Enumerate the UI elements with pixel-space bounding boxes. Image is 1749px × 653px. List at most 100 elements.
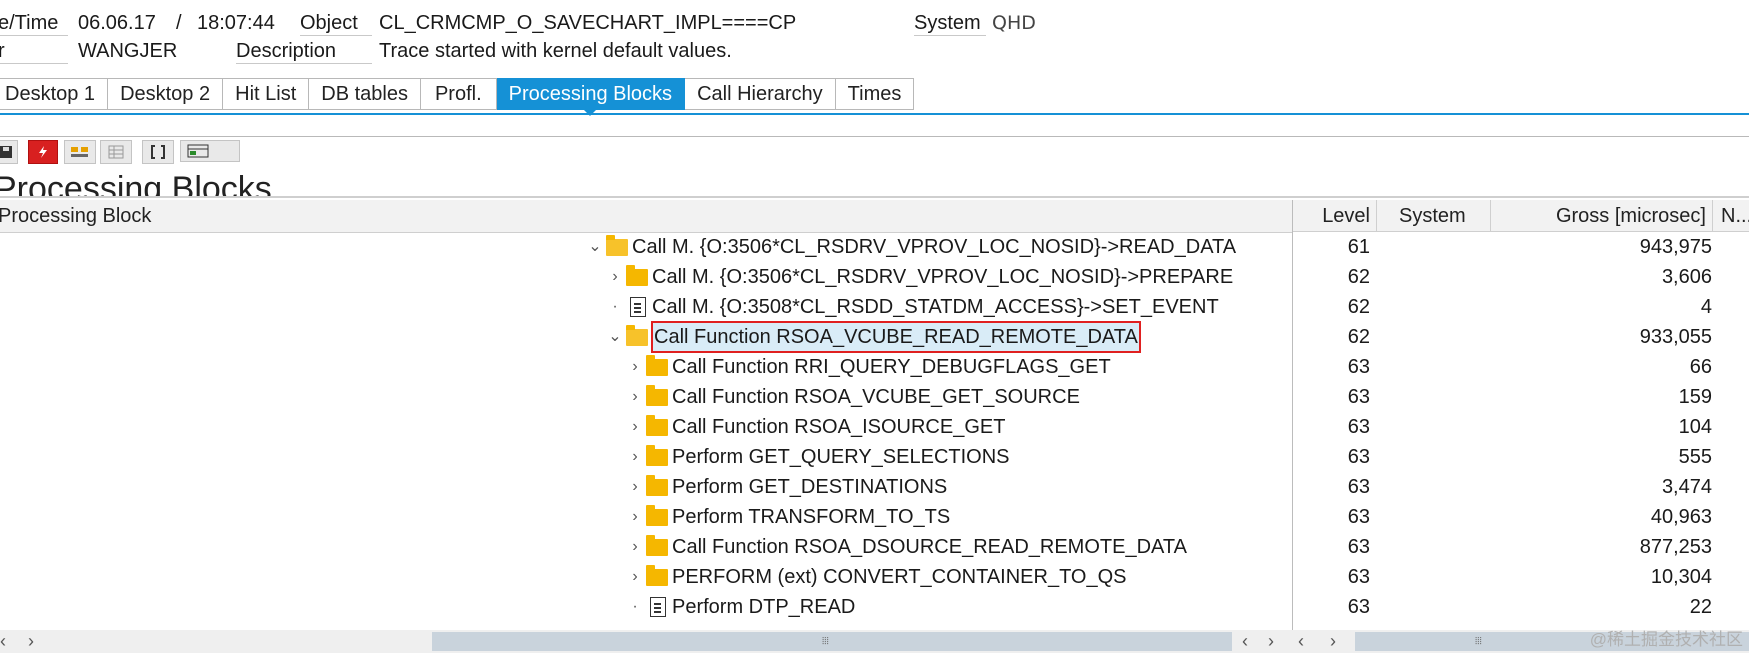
grid-icon[interactable]: [100, 140, 132, 164]
header-net-label: N...: [1721, 205, 1749, 227]
tree-row[interactable]: › Call Function RSOA_DSOURCE_READ_REMOTE_…: [0, 532, 1749, 562]
gross-cell: 66: [1689, 356, 1712, 378]
watermark: @稀土掘金技术社区: [1589, 630, 1743, 649]
tab-desktop-2[interactable]: Desktop 2: [108, 78, 224, 110]
processing-block-name[interactable]: Perform DTP_READ: [672, 596, 856, 618]
expand-icon[interactable]: ›: [632, 478, 638, 495]
expand-icon[interactable]: ›: [632, 538, 638, 555]
folder-icon: [646, 565, 668, 586]
folder-icon: [626, 265, 648, 286]
processing-block-name[interactable]: Call M. {O:3508*CL_RSDD_STATDM_ACCESS}->…: [652, 296, 1219, 318]
tree-row[interactable]: › Call Function RRI_QUERY_DEBUGFLAGS_GET 6…: [0, 352, 1749, 382]
tree-row[interactable]: ⌄ Call Function RSOA_VCUBE_READ_REMOTE_DA…: [0, 321, 1749, 353]
group-icon[interactable]: [64, 140, 96, 164]
layout-icon[interactable]: [180, 140, 240, 162]
processing-block-name[interactable]: Call Function RSOA_VCUBE_GET_SOURCE: [672, 386, 1080, 408]
header-system-label: System: [1399, 205, 1466, 227]
processing-block-name[interactable]: Perform GET_DESTINATIONS: [672, 476, 948, 498]
processing-block-name[interactable]: Perform GET_QUERY_SELECTIONS: [672, 446, 1010, 468]
scroll-thumb[interactable]: ⦙⦙⦙: [1355, 632, 1749, 651]
level-cell: 63: [1347, 476, 1370, 498]
level-cell: 63: [1347, 596, 1370, 618]
collapse-icon[interactable]: ⌄: [608, 328, 622, 345]
processing-block-name[interactable]: Call Function RSOA_DSOURCE_READ_REMOTE_D…: [672, 536, 1187, 558]
processing-block-name[interactable]: Call Function RRI_QUERY_DEBUGFLAGS_GET: [672, 356, 1111, 378]
tree-row[interactable]: › Perform GET_DESTINATIONS 63 3,474: [0, 472, 1749, 502]
scroll-thumb[interactable]: ⦙⦙⦙: [432, 632, 1232, 651]
header-net[interactable]: N...: [1713, 200, 1749, 232]
leaf-bullet-icon: ·: [612, 298, 618, 315]
scroll-right-icon[interactable]: ›: [28, 631, 34, 651]
gross-cell: 3,474: [1661, 476, 1712, 498]
gross-cell: 104: [1678, 416, 1712, 438]
expand-icon[interactable]: ›: [632, 358, 638, 375]
processing-block-name[interactable]: Call Function RSOA_ISOURCE_GET: [672, 416, 1006, 438]
header-gross[interactable]: Gross [microsec]: [1491, 200, 1712, 232]
column-divider: [1712, 200, 1713, 232]
tree-row[interactable]: · Call M. {O:3508*CL_RSDD_STATDM_ACCESS}-…: [0, 292, 1749, 322]
header-processing-block[interactable]: Processing Block: [0, 200, 1292, 233]
processing-block-name[interactable]: PERFORM (ext) CONVERT_CONTAINER_TO_QS: [672, 566, 1127, 588]
expand-icon[interactable]: ›: [632, 508, 638, 525]
scroll-right-icon[interactable]: ›: [1268, 631, 1274, 651]
level-cell: 63: [1347, 416, 1370, 438]
tab-db-tables[interactable]: DB tables: [309, 78, 421, 110]
processing-block-name[interactable]: Call M. {O:3506*CL_RSDRV_VPROV_LOC_NOSID…: [632, 236, 1237, 258]
folder-icon: [646, 415, 668, 436]
time-value: 18:07:44: [197, 12, 275, 34]
processing-block-name[interactable]: Call M. {O:3506*CL_RSDRV_VPROV_LOC_NOSID…: [652, 266, 1234, 288]
header-system[interactable]: System: [1377, 200, 1490, 232]
processing-block-name[interactable]: Perform TRANSFORM_TO_TS: [672, 506, 951, 528]
bracket-icon[interactable]: [142, 140, 174, 164]
header-level[interactable]: Level: [1293, 200, 1376, 232]
save-icon[interactable]: [0, 140, 18, 164]
pane-splitter[interactable]: [1292, 200, 1293, 630]
expand-icon[interactable]: ›: [632, 388, 638, 405]
gross-cell: 40,963: [1650, 506, 1712, 528]
object-label: Object: [300, 12, 372, 36]
tab-hit-list[interactable]: Hit List: [223, 78, 310, 110]
column-divider: [1376, 200, 1377, 232]
level-cell: 62: [1347, 326, 1370, 348]
scroll-left-icon[interactable]: ‹: [1298, 631, 1304, 651]
gross-cell: 3,606: [1661, 266, 1712, 288]
expand-icon[interactable]: ›: [632, 418, 638, 435]
expand-icon[interactable]: ›: [612, 268, 618, 285]
user-label: r: [0, 40, 68, 64]
gross-cell: 943,975: [1639, 236, 1712, 258]
level-cell: 61: [1347, 236, 1370, 258]
gross-cell: 555: [1678, 446, 1712, 468]
processing-block-name[interactable]: Call Function RSOA_VCUBE_READ_REMOTE_DAT…: [651, 321, 1141, 353]
scroll-left-icon[interactable]: ‹: [0, 631, 6, 651]
gross-cell: 22: [1689, 596, 1712, 618]
folder-icon: [646, 445, 668, 466]
folder-open-icon: [626, 325, 648, 346]
tab-strip: Desktop 1 Desktop 2 Hit List DB tables P…: [0, 78, 915, 116]
expand-icon[interactable]: ›: [632, 448, 638, 465]
tab-profl[interactable]: Profl.: [420, 78, 497, 110]
delete-icon[interactable]: [28, 140, 58, 164]
tab-call-hierarchy[interactable]: Call Hierarchy: [685, 78, 836, 110]
date-time-separator: /: [176, 12, 182, 34]
expand-icon[interactable]: ›: [632, 568, 638, 585]
tree-row[interactable]: › Call M. {O:3506*CL_RSDRV_VPROV_LOC_NOSI…: [0, 262, 1749, 292]
level-cell: 62: [1347, 296, 1370, 318]
document-icon: [650, 597, 666, 617]
collapse-icon[interactable]: ⌄: [588, 238, 602, 255]
scroll-right-icon[interactable]: ›: [1330, 631, 1336, 651]
tab-desktop-1[interactable]: Desktop 1: [0, 78, 109, 110]
folder-icon: [646, 475, 668, 496]
tab-times[interactable]: Times: [835, 78, 915, 110]
horizontal-scrollbar[interactable]: ‹ › ⦙⦙⦙ ‹ › ‹ › ⦙⦙⦙: [0, 630, 1749, 653]
tree-row[interactable]: ⌄ Call M. {O:3506*CL_RSDRV_VPROV_LOC_NOSI…: [0, 232, 1749, 262]
tree-row[interactable]: › Call Function RSOA_ISOURCE_GET 63 104: [0, 412, 1749, 442]
scroll-left-icon[interactable]: ‹: [1242, 631, 1248, 651]
description-value: Trace started with kernel default values…: [379, 40, 732, 62]
tab-processing-blocks[interactable]: Processing Blocks: [496, 78, 686, 116]
datetime-label: e/Time: [0, 12, 68, 36]
